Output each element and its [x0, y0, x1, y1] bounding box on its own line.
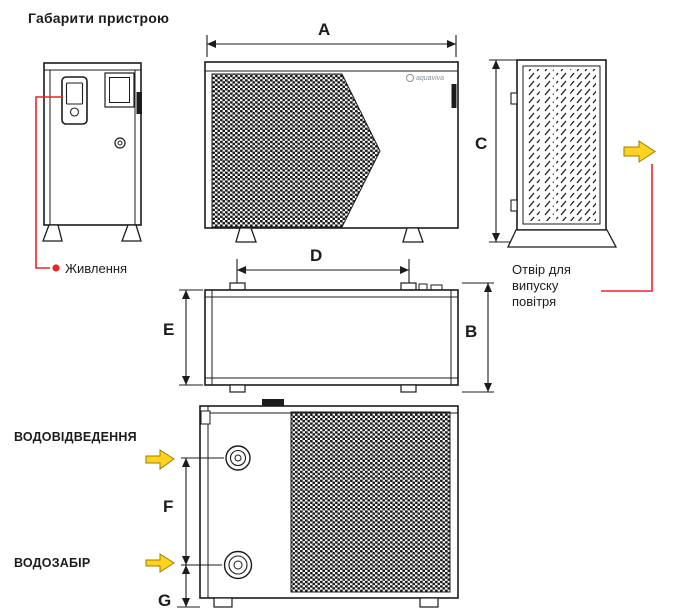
foot-tab [400, 384, 417, 393]
dim-label-G: G [158, 591, 172, 610]
red-dot [52, 264, 60, 272]
foot [213, 597, 233, 608]
dim-label-D: D [310, 246, 323, 265]
drain-port [225, 445, 251, 471]
air-outlet-label-line1: Отвір для [512, 262, 571, 277]
power-leader-line [35, 96, 63, 272]
back-view [42, 62, 142, 242]
foot [402, 227, 424, 243]
air-outlet-label-line2: випуску [512, 278, 559, 293]
dim-label-F: F [163, 497, 174, 516]
air-flow-arrow-icon [623, 140, 656, 163]
foot [235, 227, 257, 243]
cable-gland [114, 137, 126, 149]
dim-label-E: E [163, 320, 175, 339]
aquaviva-logo: aquaviva [406, 74, 444, 82]
power-label: Живлення [65, 261, 128, 276]
top-view [179, 259, 494, 393]
aquaviva-logo-ring-icon [406, 74, 414, 82]
dimension-D [236, 259, 410, 288]
corner-bracket [200, 410, 211, 425]
side-handle [451, 84, 457, 108]
water-drain-label: ВОДОВІДВЕДЕННЯ [14, 430, 137, 444]
foot [419, 597, 439, 608]
side-grille-mesh [290, 411, 451, 593]
front-view [204, 35, 459, 243]
dim-label-C: C [475, 134, 488, 153]
drain-flow-arrow-icon [145, 449, 175, 470]
intake-port [223, 550, 253, 580]
back-view-body [43, 62, 142, 226]
dimension-E [179, 289, 203, 386]
dimension-A [206, 35, 457, 57]
hinge [510, 92, 518, 105]
air-outlet-leader-line [601, 164, 653, 292]
top-fitting [262, 399, 284, 406]
intake-flow-arrow-icon [145, 553, 175, 573]
page-title: Габарити пристрою [28, 10, 170, 26]
foot [121, 224, 142, 242]
foot-tab [229, 384, 246, 393]
foot-tab [229, 282, 246, 291]
base-stand [506, 229, 618, 248]
air-outlet-label: Отвір для випуску повітря [512, 262, 602, 310]
aquaviva-logo-text: aquaviva [416, 74, 445, 82]
dimension-C [489, 59, 517, 243]
front-grille-mesh [211, 73, 381, 228]
side-view [489, 59, 618, 248]
control-panel [61, 76, 88, 125]
air-outlet-label-line3: повітря [512, 294, 557, 309]
foot [42, 224, 63, 242]
top-view-body [204, 289, 459, 386]
side-vent-louvers [527, 69, 596, 221]
water-intake-label: ВОДОЗАБІР [14, 556, 91, 570]
control-panel-knob [69, 107, 80, 117]
dim-label-A: A [318, 20, 331, 39]
electric-box [104, 72, 135, 108]
fitting [418, 283, 428, 291]
dimension-B [462, 282, 494, 393]
foot-tab [400, 282, 417, 291]
dim-label-B: B [465, 322, 478, 341]
side-handle [136, 92, 142, 114]
control-panel-screen [65, 82, 84, 105]
hinge [510, 199, 518, 212]
connections-view [177, 399, 459, 608]
